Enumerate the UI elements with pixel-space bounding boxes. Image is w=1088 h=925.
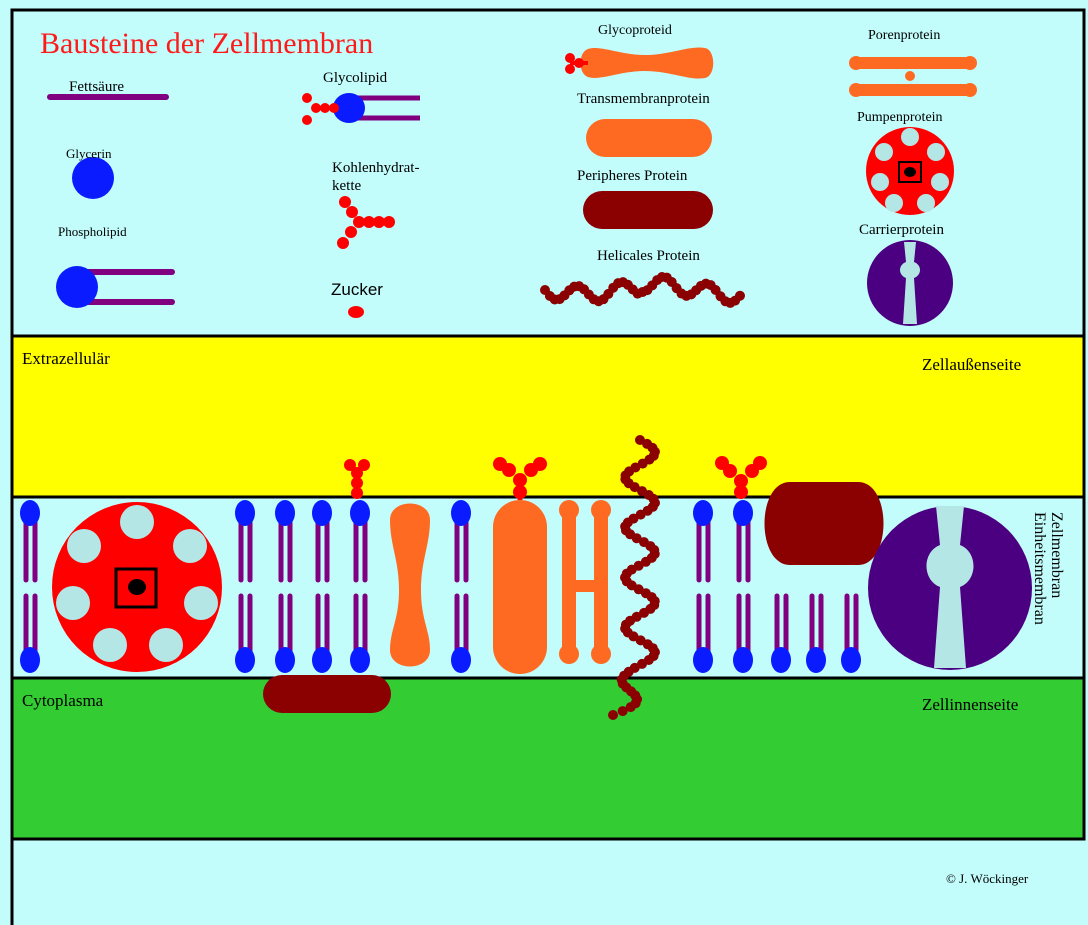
label-kohlenhydratkette-2: kette — [332, 178, 361, 194]
label-kohlenhydratkette-1: Kohlenhydrat- — [332, 160, 419, 176]
pump-protein-large — [52, 502, 222, 672]
label-transmembranprotein: Transmembranprotein — [577, 91, 710, 107]
page-title: Bausteine der Zellmembran — [40, 27, 373, 60]
carrier-protein-large — [868, 506, 1032, 670]
label-glycolipid: Glycolipid — [323, 70, 388, 86]
label-extrazellulaer: Extrazellulär — [22, 349, 110, 368]
label-glycoproteid: Glycoproteid — [598, 23, 672, 38]
peripheral-protein-bottom — [263, 675, 391, 713]
label-cytoplasma: Cytoplasma — [22, 691, 104, 710]
transmembrane-protein-icon — [586, 119, 712, 157]
label-glycerin: Glycerin — [66, 146, 112, 161]
sugar-icon — [348, 306, 364, 318]
label-peripheres-protein: Peripheres Protein — [577, 168, 688, 184]
label-porenprotein: Porenprotein — [868, 28, 940, 43]
label-carrierprotein: Carrierprotein — [859, 222, 944, 238]
label-zellmembran: Zellmembran — [1048, 512, 1065, 598]
label-einheitsmembran: Einheitsmembran — [1031, 512, 1048, 625]
label-phospholipid: Phospholipid — [58, 224, 127, 239]
pump-protein-icon — [866, 127, 954, 215]
label-helicales-protein: Helicales Protein — [597, 248, 700, 264]
carrier-protein-icon — [867, 240, 953, 326]
label-zellaussenseite: Zellaußenseite — [922, 355, 1021, 374]
label-zucker: Zucker — [331, 280, 383, 299]
peripheral-protein-top — [765, 482, 884, 565]
label-zellinnenseite: Zellinnenseite — [922, 695, 1018, 714]
label-pumpenprotein: Pumpenprotein — [857, 110, 943, 125]
label-fettsaeure: Fettsäure — [69, 79, 124, 95]
copyright: © J. Wöckinger — [946, 871, 1029, 886]
glycerin-icon — [72, 157, 114, 199]
peripheral-protein-icon — [583, 191, 713, 229]
